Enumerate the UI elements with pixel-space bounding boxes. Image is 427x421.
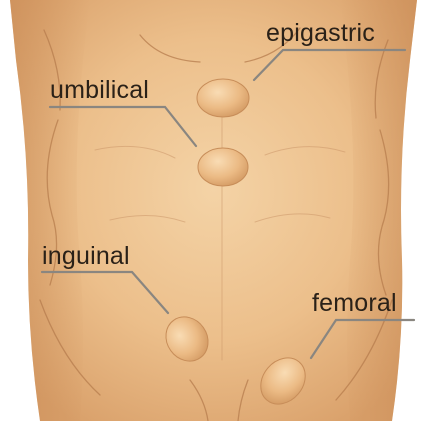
label-femoral: femoral: [312, 290, 397, 316]
label-epigastric: epigastric: [266, 20, 375, 46]
umbilical-bulge: [198, 148, 248, 186]
label-inguinal: inguinal: [42, 243, 130, 269]
label-umbilical: umbilical: [50, 77, 149, 103]
epigastric-bulge: [197, 79, 249, 117]
